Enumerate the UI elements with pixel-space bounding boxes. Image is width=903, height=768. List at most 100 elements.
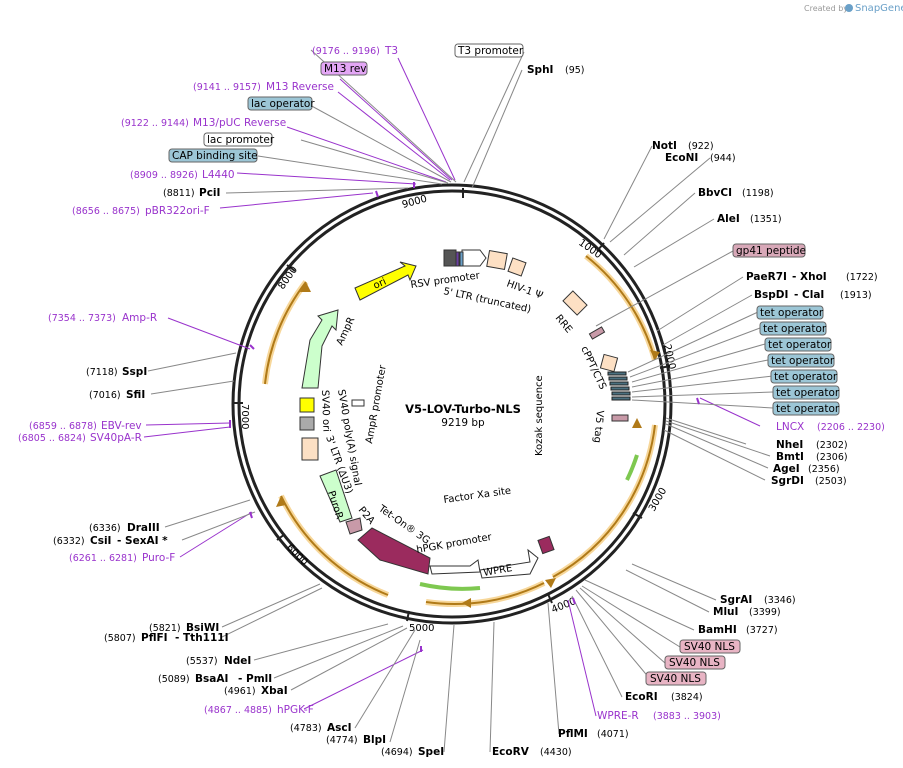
asci-position: (4783) xyxy=(290,723,322,734)
sspi-label: SspI xyxy=(122,366,147,378)
sgrdi-label: SgrDI xyxy=(771,475,804,487)
gp41-box xyxy=(732,243,806,258)
arc-arrowheads xyxy=(276,282,660,608)
cap-label: CAP binding site xyxy=(172,150,258,162)
ebv-label: EBV-rev xyxy=(101,420,142,432)
m13-reverse-position: (9141 .. 9157) xyxy=(193,82,261,93)
pcii-position: (8811) xyxy=(163,188,195,199)
sv40pa-label: SV40pA-R xyxy=(90,432,142,444)
draiii-position: (6336) xyxy=(89,523,121,534)
ampr-promoter-label: AmpR promoter xyxy=(364,363,389,444)
ecori-label: EcoRI xyxy=(625,691,658,703)
t3-promoter-box xyxy=(454,43,524,58)
agei-label: AgeI xyxy=(773,463,800,475)
sexai-label: - SexAI * xyxy=(117,535,168,547)
lncx-position: (2206 .. 2230) xyxy=(817,422,885,433)
sphi-position: (95) xyxy=(565,65,585,76)
sv40-nls-label-1: SV40 NLS xyxy=(684,641,735,653)
sgrai-position: (3346) xyxy=(764,595,796,606)
hiv-feature-b xyxy=(507,257,527,277)
ampr-feature xyxy=(301,309,339,389)
econi-label: EcoNI xyxy=(665,152,698,164)
spei-label: SpeI xyxy=(418,746,444,758)
tick-7000: 7000 xyxy=(239,404,250,429)
kozak-label: Kozak sequence xyxy=(534,375,545,456)
pflfi-position: (5807) xyxy=(104,633,136,644)
ndei-label: NdeI xyxy=(224,655,251,667)
tet-operator-label-2: tet operator xyxy=(763,323,827,335)
l4440-label: L4440 xyxy=(202,169,235,181)
m13-rev-box xyxy=(320,61,368,76)
wpre-r-position: (3883 .. 3903) xyxy=(653,711,721,722)
sgrai-label: SgrAI xyxy=(720,594,752,606)
sv40-polya-feature xyxy=(299,416,315,431)
tick-5000: 5000 xyxy=(409,623,434,634)
sv40-nls-box-3 xyxy=(645,671,707,686)
plasmid-name: V5-LOV-Turbo-NLS xyxy=(405,402,521,416)
mlui-label: MluI xyxy=(713,606,738,618)
sphi-label: SphI xyxy=(527,64,553,76)
hiv-label: HIV-1 Ψ xyxy=(505,278,544,301)
amp-r-label: Amp-R xyxy=(122,312,157,324)
credit-brand: SnapGene xyxy=(855,3,903,14)
ltr3-feature xyxy=(301,437,319,461)
alei-label: AleI xyxy=(717,213,740,225)
top-small-features xyxy=(455,251,464,267)
agei-position: (2356) xyxy=(808,464,840,475)
asci-label: AscI xyxy=(327,722,352,734)
lac-promoter-label: lac promoter xyxy=(207,134,275,146)
t3-position: (9176 .. 9196) xyxy=(312,46,380,57)
t3-label: T3 xyxy=(384,45,398,57)
blpi-position: (4774) xyxy=(326,735,358,746)
l4440-position: (8909 .. 8926) xyxy=(130,170,198,181)
tet-operator-label-3: tet operator xyxy=(768,339,832,351)
bamhi-position: (3727) xyxy=(746,625,778,636)
sfii-label: SfiI xyxy=(126,389,145,401)
puro-f-label: Puro-F xyxy=(142,552,175,564)
sgrdi-position: (2503) xyxy=(815,476,847,487)
noti-position: (922) xyxy=(688,141,714,152)
wpre-r-label: WPRE-R xyxy=(597,710,639,722)
factorxa-label: Factor Xa site xyxy=(443,486,512,506)
ltr5-feature xyxy=(461,249,487,267)
wpre-label: WPRE xyxy=(483,563,514,579)
bmti-label: BmtI xyxy=(776,451,804,463)
plasmid-size: 9219 bp xyxy=(441,417,485,429)
tet-operator-label-5: tet operator xyxy=(774,371,838,383)
nhei-position: (2302) xyxy=(816,440,848,451)
csii-position: (6332) xyxy=(53,536,85,547)
tick-6000: 6000 xyxy=(284,542,310,568)
tet-operator-box-6 xyxy=(772,385,840,400)
alei-position: (1351) xyxy=(750,214,782,225)
paer7i-label: PaeR7I xyxy=(746,271,787,283)
bbvci-label: BbvCI xyxy=(698,187,732,199)
amp-r-position: (7354 .. 7373) xyxy=(48,313,116,324)
cap-box xyxy=(168,148,258,163)
primer-arcs xyxy=(262,253,658,607)
hpgk-f-label: hPGK-F xyxy=(277,704,314,716)
factorxa-feature xyxy=(537,535,555,555)
m13-rev-label: M13 rev xyxy=(324,63,367,75)
tet-operator-box-1 xyxy=(756,305,824,320)
ampr-promoter-feature xyxy=(351,399,365,407)
bsaai-label: BsaAI xyxy=(195,673,228,685)
rre-label: RRE xyxy=(553,313,574,336)
tet-operator-label-4: tet operator xyxy=(771,355,835,367)
xbai-label: XbaI xyxy=(261,685,288,697)
bsaai-position: (5089) xyxy=(158,674,190,685)
pflfi-label: PflFI xyxy=(141,632,168,644)
wpre-feature xyxy=(479,548,539,579)
mlui-position: (3399) xyxy=(749,607,781,618)
draiii-label: DraIII xyxy=(127,522,160,534)
xbai-position: (4961) xyxy=(224,686,256,697)
tet-operator-label-1: tet operator xyxy=(760,307,824,319)
hiv-feature-a xyxy=(486,249,508,271)
sv40-nls-box-1 xyxy=(679,639,741,654)
clai-position: (1913) xyxy=(840,290,872,301)
ampr-label: AmpR xyxy=(335,315,358,347)
bsiwi-position: (5821) xyxy=(149,623,181,634)
pbr-position: (8656 .. 8675) xyxy=(72,206,140,217)
t3-promoter-label: T3 promoter xyxy=(457,45,524,57)
bmti-position: (2306) xyxy=(816,452,848,463)
tet-operator-box-5 xyxy=(770,369,838,384)
